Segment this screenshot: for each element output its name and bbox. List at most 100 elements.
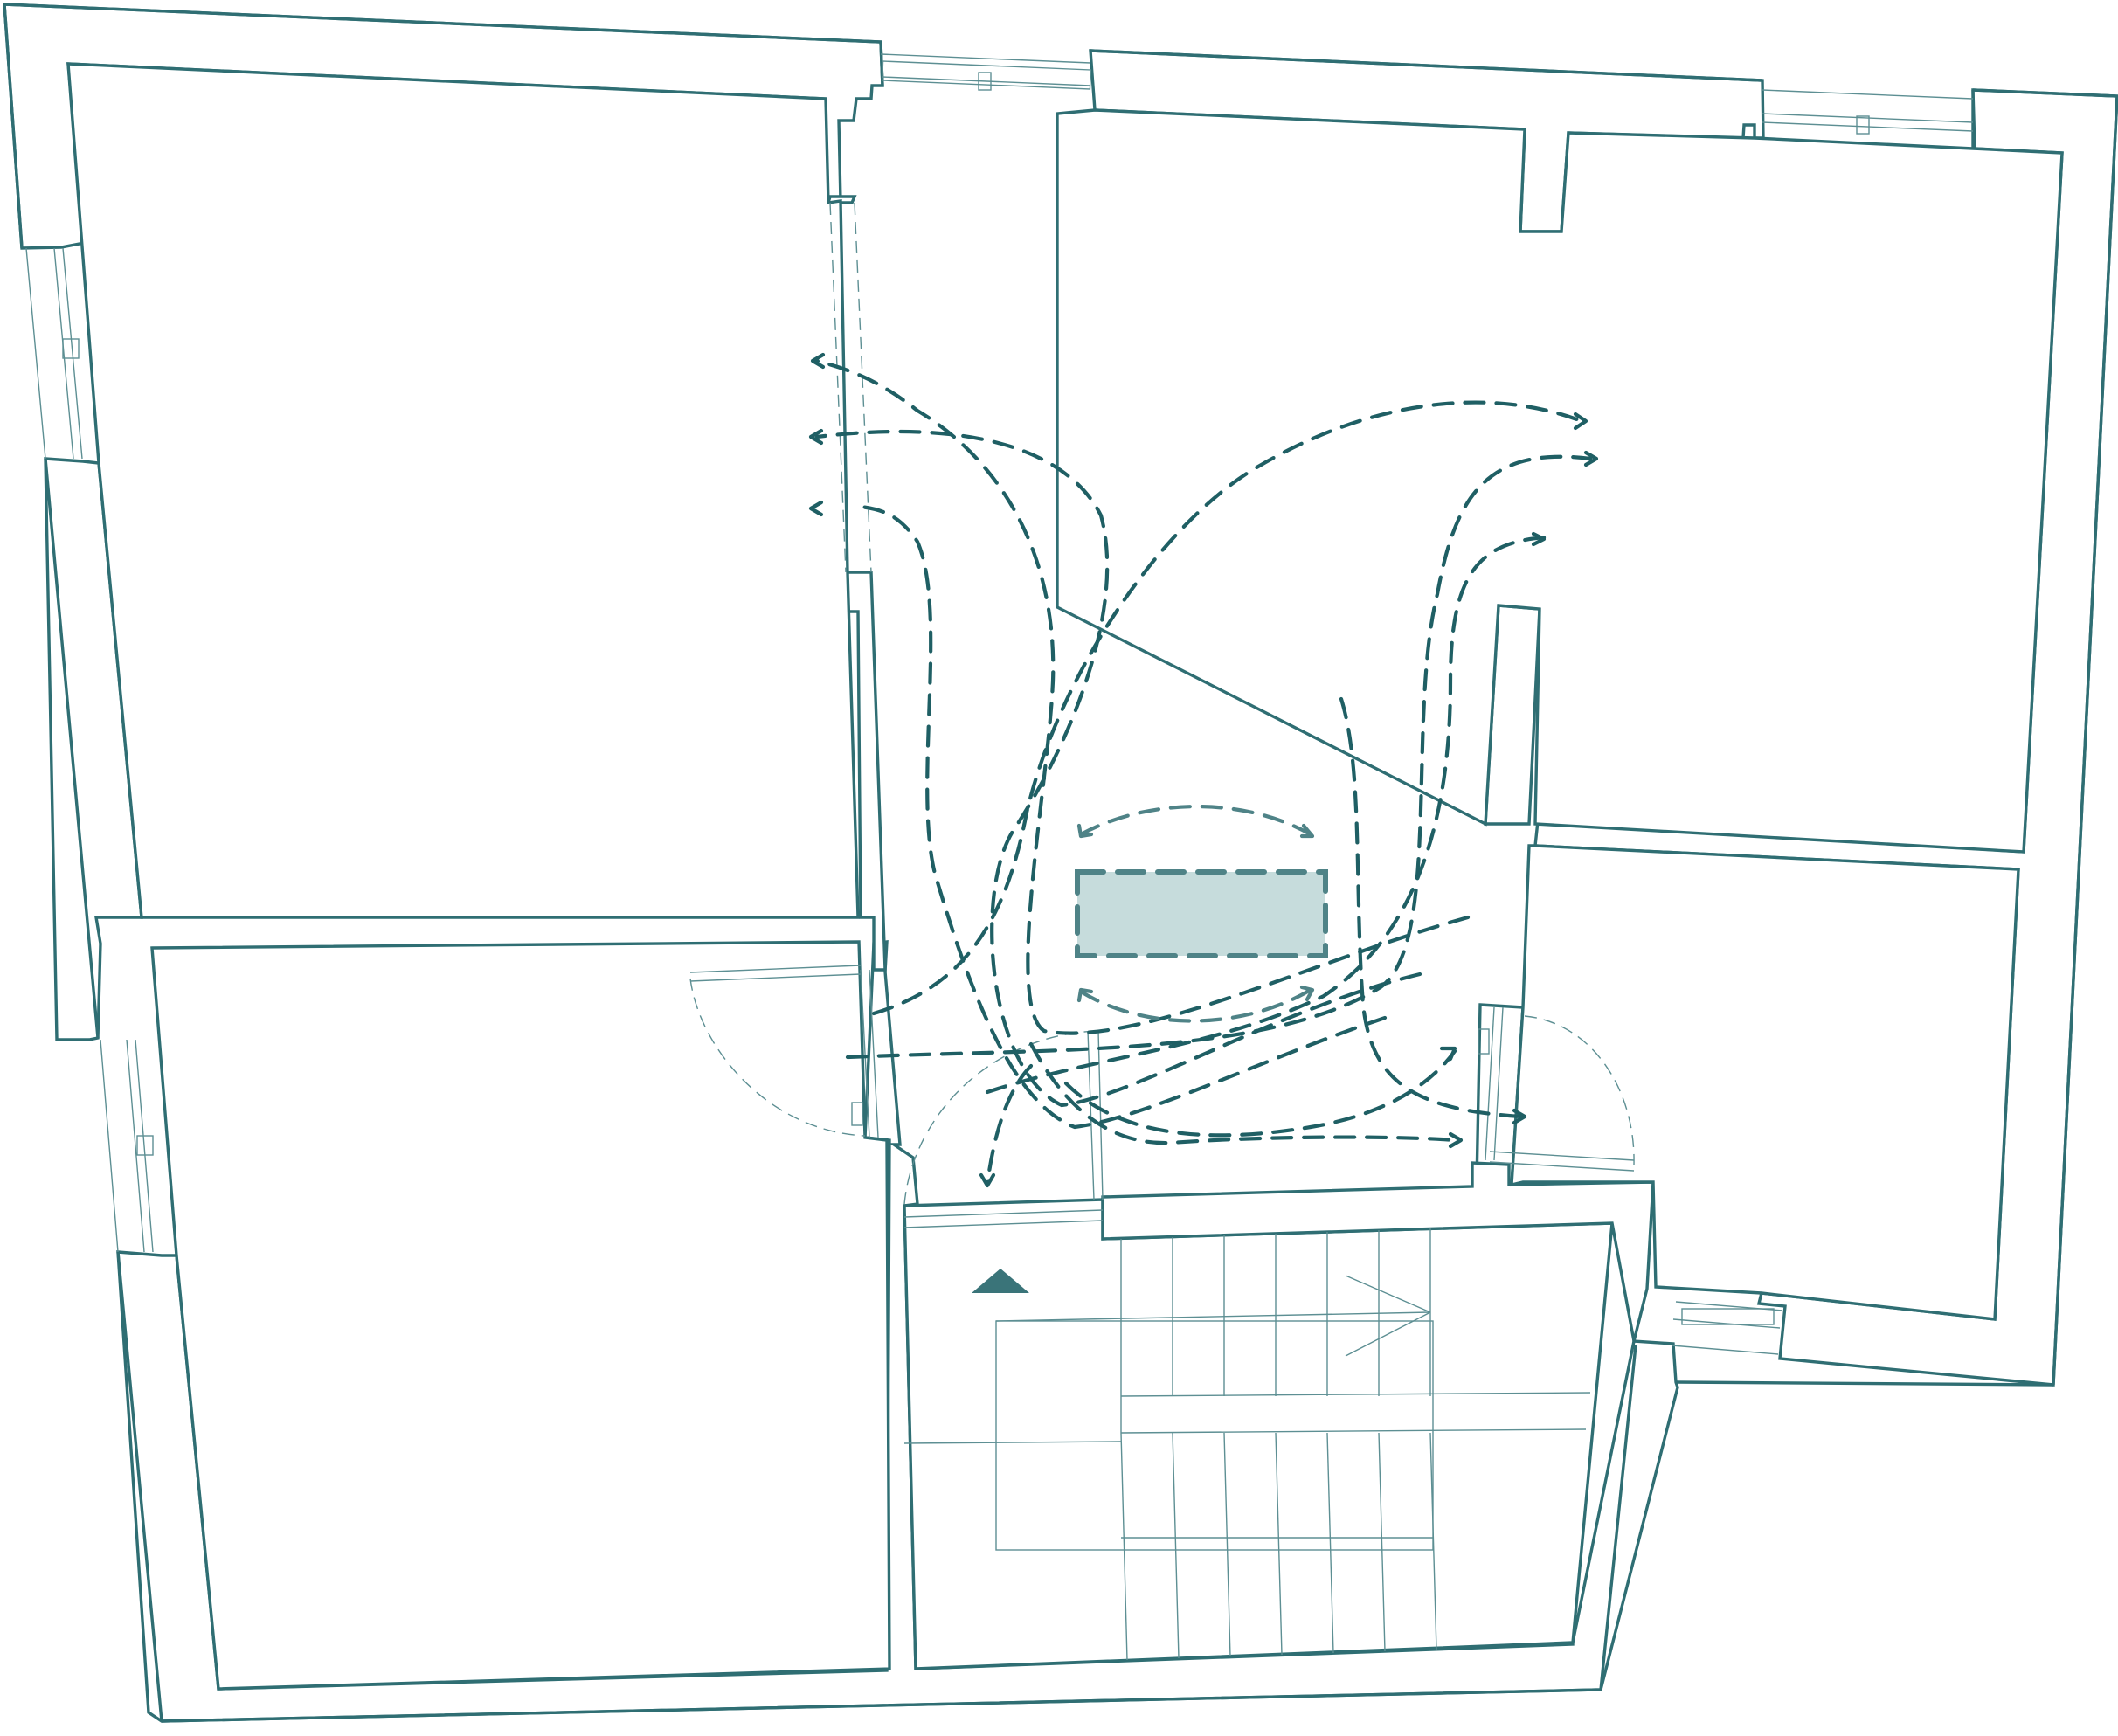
stair-core	[903, 1198, 1614, 1670]
window-south-east	[1671, 1301, 1783, 1355]
window-latch	[1856, 115, 1870, 135]
window-sill	[1762, 89, 1974, 100]
opening-line-right	[854, 202, 872, 573]
door-swing-west	[689, 978, 866, 1137]
table-arc-arrowhead	[1299, 823, 1315, 839]
flow-arrowhead	[1583, 450, 1599, 467]
flow-arrowhead	[1531, 531, 1547, 547]
outline-west	[3, 3, 163, 1722]
window-latch	[136, 1135, 154, 1156]
stair-arrow-shaft	[995, 1311, 1431, 1322]
window-frame	[881, 60, 1092, 90]
wall-partition-mid	[844, 571, 887, 972]
window-west-upper	[25, 247, 83, 460]
flow-to-south-east-room-2	[1028, 1041, 1457, 1145]
stair-treads-lower	[1120, 1432, 1437, 1661]
room-south-west-interior	[150, 940, 891, 1691]
entrance-marker-icon	[972, 1269, 1029, 1293]
stair-tread	[1326, 1432, 1334, 1654]
stair-threshold-2	[903, 1220, 1104, 1228]
table-arc-bottom	[1078, 987, 1313, 1023]
outline-south	[161, 88, 2118, 1723]
wall-layer	[3, 3, 2118, 1723]
flow-arrowhead	[808, 500, 824, 517]
door-leaf-east	[1485, 1006, 1495, 1161]
stair-mid-rail	[1120, 1392, 1591, 1397]
window-north-left	[880, 53, 1092, 91]
flow-to-west-room-1	[814, 358, 1471, 1035]
door-leaf-west-bottom	[689, 973, 862, 982]
window-glass	[882, 76, 1091, 86]
table-arc-arrowhead	[1299, 985, 1315, 1002]
door-leaf-stair	[1087, 1030, 1095, 1200]
door-swing-stair	[903, 1030, 1097, 1205]
door-leaf-east-bottom	[1489, 1151, 1635, 1161]
flow-to-stair	[985, 1063, 1034, 1186]
flow-arrowhead	[1448, 1131, 1464, 1149]
window-sill	[880, 53, 1091, 64]
window-layer	[25, 53, 1974, 1355]
flow-to-east-room-2	[845, 454, 1593, 1060]
window-glass-2	[53, 247, 74, 460]
room-north-west-interior	[66, 62, 860, 919]
window-glass	[100, 1039, 119, 1253]
perimeter-outline	[3, 3, 2118, 1723]
flow-to-south-east-room-3	[1339, 696, 1523, 1119]
window-glass-2	[126, 1039, 145, 1253]
wall-north-west	[3, 3, 884, 250]
flow-arrowhead	[810, 352, 826, 370]
wall-west-upper	[44, 457, 143, 1041]
stair-tread	[1378, 1432, 1386, 1652]
circulation-flows	[808, 352, 1599, 1188]
table-arc-arrowhead	[1076, 987, 1094, 1003]
flow-arrowhead	[979, 1172, 996, 1188]
window-frame	[1681, 1308, 1775, 1325]
window-glass-3	[135, 1039, 154, 1253]
stair-tread	[1120, 1432, 1128, 1661]
door-leaf-east-2	[1493, 1006, 1504, 1161]
central-table	[1075, 869, 1328, 958]
window-glass	[1762, 113, 1974, 123]
door-hinge-west	[851, 1102, 863, 1126]
door-leaf-stair-2	[1097, 1030, 1104, 1200]
staircase	[903, 1228, 1591, 1661]
flow-arrowhead	[1439, 1046, 1457, 1062]
room-north-east-interior	[1056, 108, 2064, 854]
table-arc-arrowhead	[1076, 823, 1094, 839]
stair-arrow-head-top	[1345, 1275, 1431, 1313]
door-leaf-west	[860, 969, 870, 1138]
door-leaf-west-top	[689, 965, 862, 973]
table-arc-top	[1078, 805, 1313, 837]
room-south-east-interior	[1510, 844, 2020, 1321]
window-glass-2	[1672, 1318, 1781, 1329]
stair-tread	[1223, 1432, 1231, 1657]
window-north-right	[1762, 89, 1974, 135]
stair-mid-rail-2	[1120, 1428, 1587, 1434]
flow-to-south-east-room-1	[1063, 1048, 1457, 1138]
table-access-arcs	[1076, 805, 1315, 1023]
stair-mid-rail-3	[903, 1441, 1122, 1444]
stair-tread	[1275, 1432, 1283, 1656]
door-swing-east	[1524, 1015, 1635, 1165]
window-latch	[62, 338, 80, 359]
window-west-lower	[100, 1039, 154, 1253]
flow-arrowhead	[1573, 412, 1588, 431]
window-glass-3	[1671, 1345, 1779, 1355]
flow-to-east-room-1	[871, 400, 1584, 1016]
stair-arrow-head-bottom	[1345, 1311, 1431, 1357]
window-glass	[25, 247, 46, 460]
stair-threshold	[903, 1209, 1104, 1218]
door-hinge-east	[1478, 1028, 1490, 1055]
flow-arrowhead	[1512, 1108, 1527, 1125]
opening-layer	[689, 202, 1635, 1228]
window-latch	[978, 72, 992, 91]
outline-north-east	[1090, 49, 1975, 149]
flow-to-west-room-3	[858, 504, 1388, 1130]
door-leaf-east-bottom-2	[1489, 1161, 1635, 1172]
flow-arrowhead	[808, 428, 824, 446]
flow-to-east-room-3	[985, 535, 1549, 1095]
opening-line-left	[829, 202, 847, 573]
outline-north-west	[3, 3, 884, 86]
window-glass-3	[62, 247, 83, 460]
